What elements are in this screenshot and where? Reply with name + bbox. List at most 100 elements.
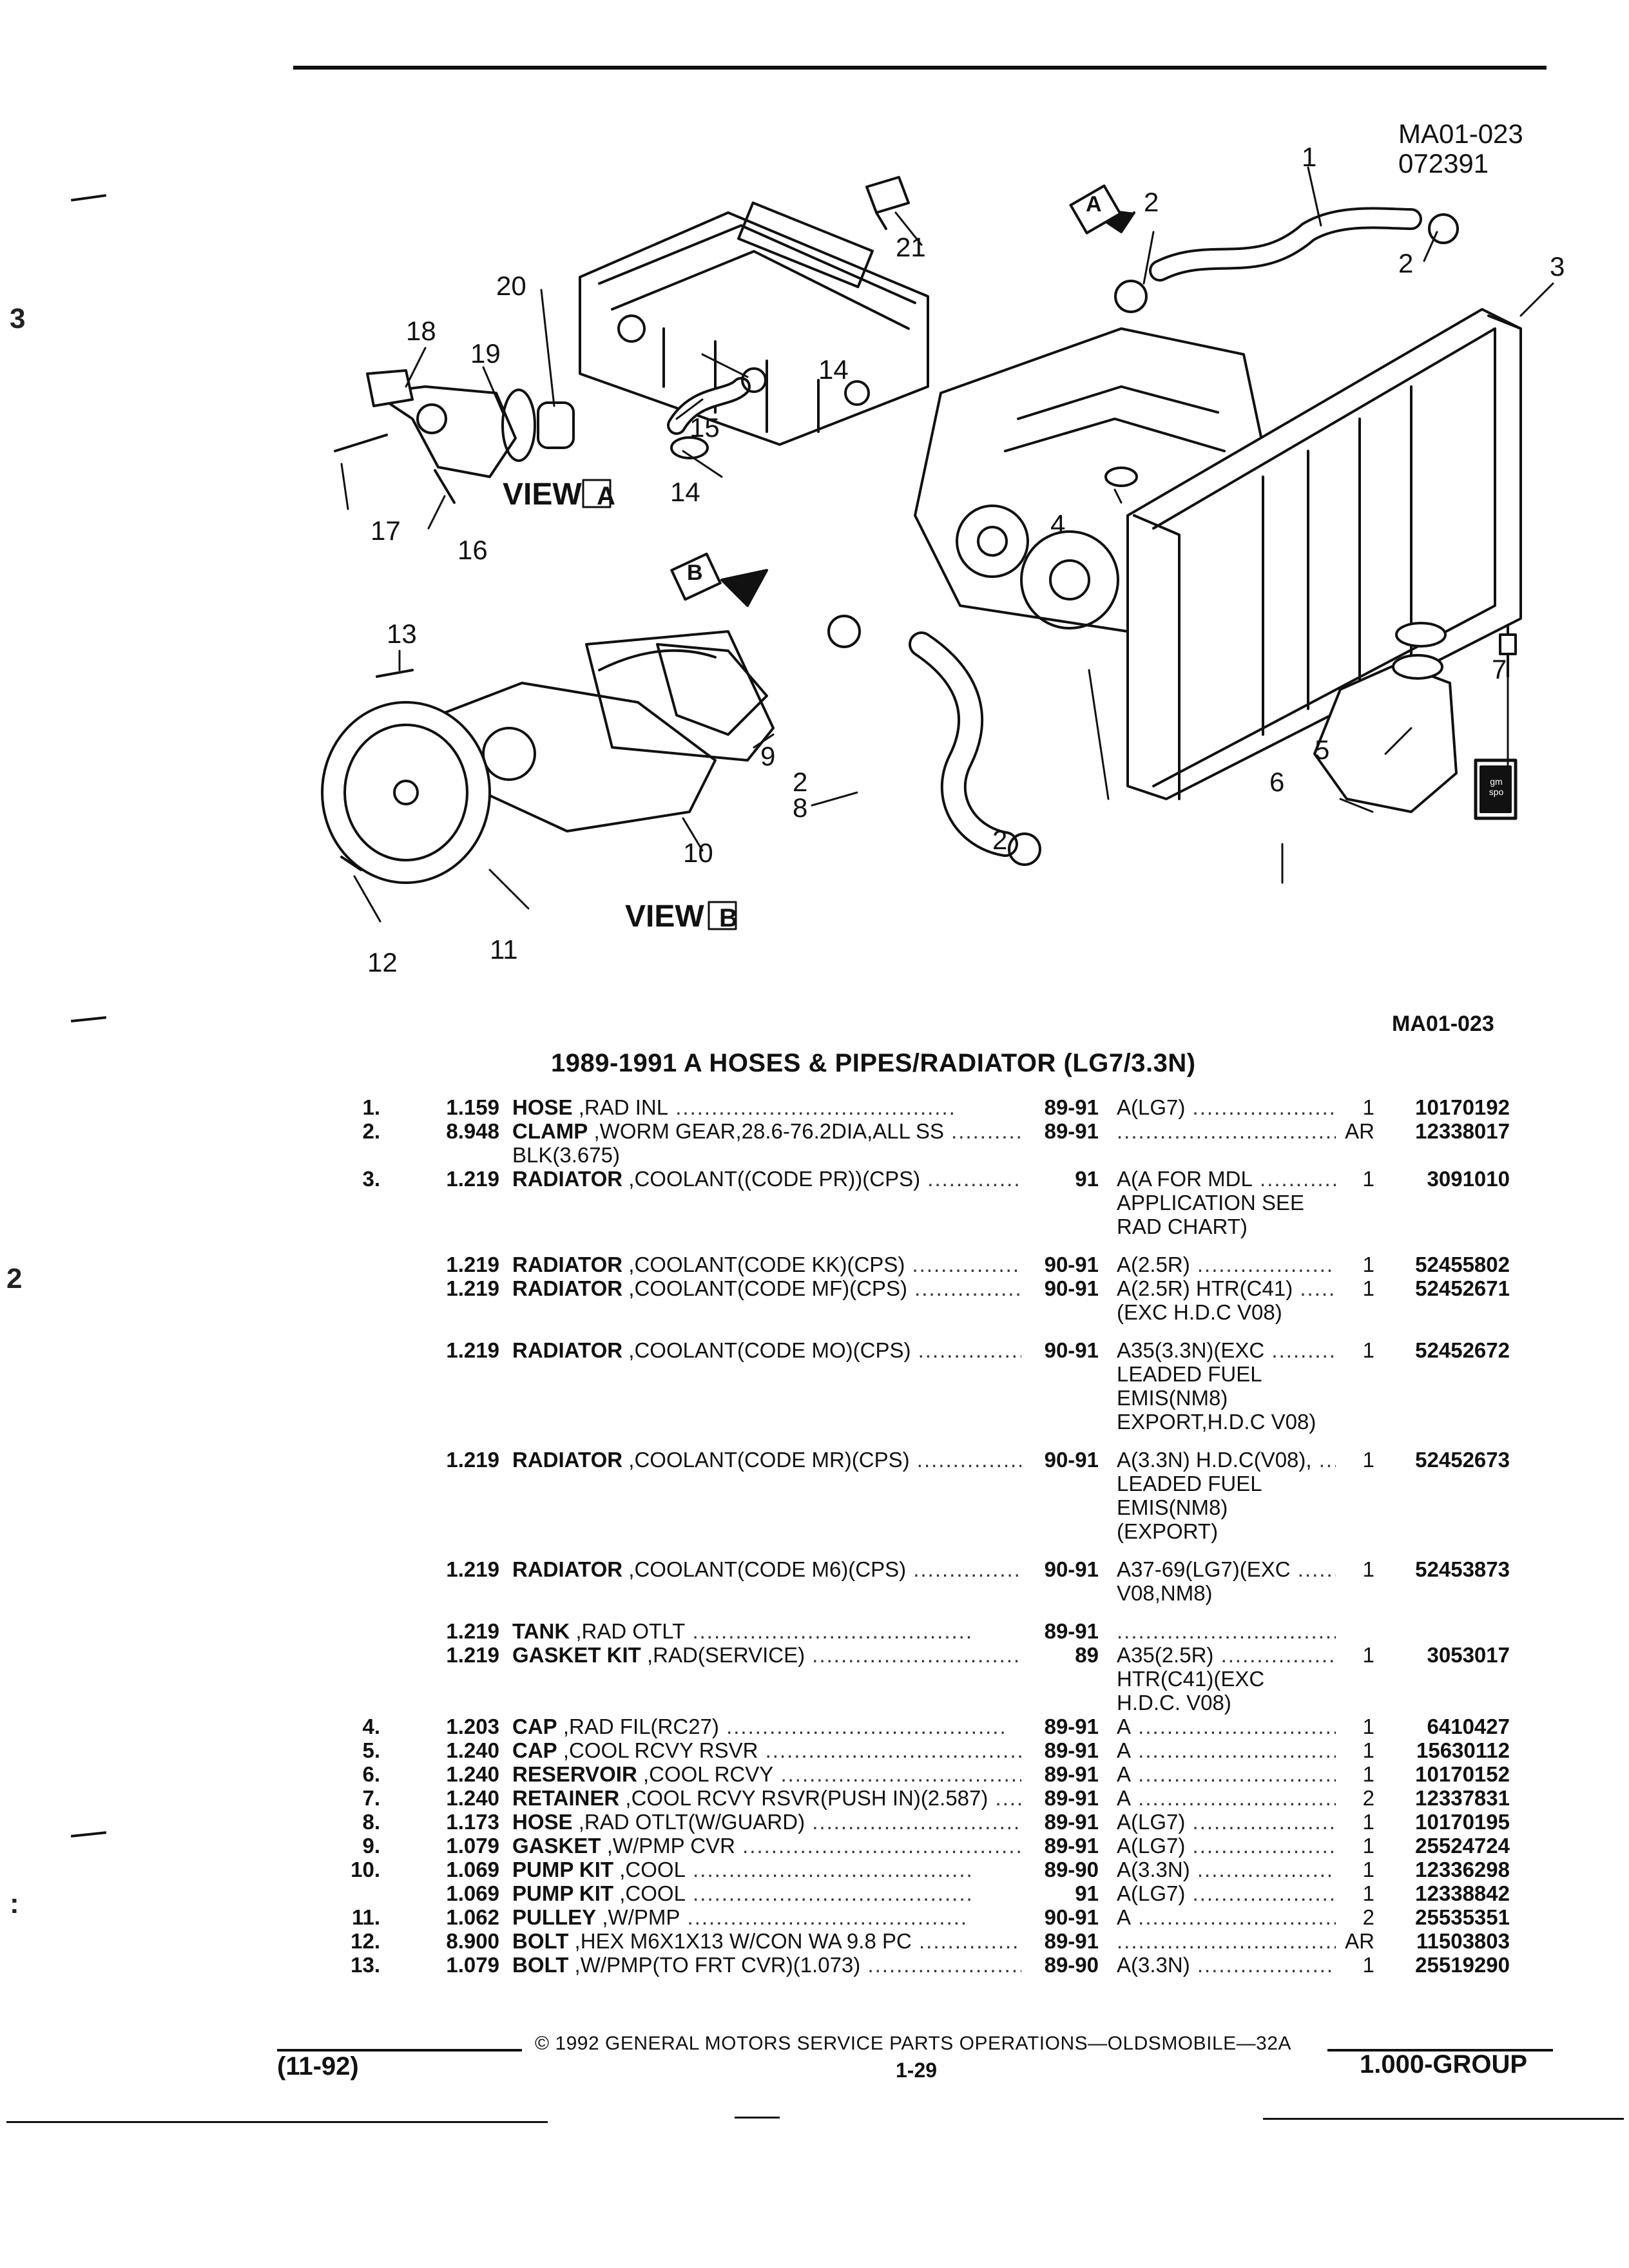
- empty-cell: [380, 1495, 499, 1519]
- leader-dots: .......................................: [1138, 1715, 1336, 1738]
- part-detail: ,RAD OTLT: [575, 1619, 686, 1643]
- parts-row-continuation: H.D.C. V08): [303, 1691, 1566, 1715]
- callout-13: 13: [387, 619, 417, 649]
- part-name: BOLT: [512, 1929, 569, 1953]
- part-years: 90-91: [1044, 1905, 1099, 1929]
- part-usage-continued: LEADED FUEL: [1117, 1472, 1262, 1495]
- stud: [334, 434, 388, 452]
- empty-cell: [1336, 1215, 1374, 1238]
- part-number: 52452671: [1415, 1276, 1510, 1300]
- part-description-continued: [512, 1215, 1021, 1238]
- reservoir-cap: [1395, 622, 1447, 648]
- parts-row-continuation: V08,NM8): [303, 1581, 1566, 1605]
- part-description-continued: [512, 1691, 1021, 1715]
- part-ref-number: 1.079: [446, 1953, 499, 1977]
- part-ref-number: 1.069: [446, 1858, 499, 1881]
- empty-cell: [1336, 1581, 1374, 1605]
- diagram-art: [321, 166, 1554, 930]
- part-item-number: [303, 1557, 380, 1581]
- part-name: PULLEY: [512, 1905, 597, 1929]
- empty-cell: [303, 1410, 380, 1434]
- part-description: HOSE ,RAD OTLT(W/GUARD) ................…: [512, 1810, 1021, 1834]
- part-number: 12338842: [1415, 1881, 1510, 1905]
- empty-cell: [1021, 1191, 1099, 1215]
- view-a-text: VIEW: [503, 477, 582, 512]
- empty-cell: [1374, 1362, 1510, 1386]
- clamp-left: [1114, 280, 1148, 313]
- part-usage-text: A(2.5R) HTR(C41): [1117, 1276, 1293, 1300]
- part-description-continued: [512, 1519, 1021, 1543]
- view-b-text: VIEW: [625, 899, 704, 934]
- part-ref-number: 1.219: [446, 1167, 499, 1191]
- page-bottom-rule-mid: [735, 2117, 780, 2119]
- empty-cell: [1336, 1691, 1374, 1715]
- part-usage: .......................................: [1117, 1119, 1336, 1143]
- part-usage: A(LG7) .................................…: [1117, 1095, 1336, 1119]
- leader-dots: .......................................: [913, 1557, 1021, 1581]
- part-quantity: 1: [1362, 1557, 1374, 1581]
- radiator: [1126, 308, 1522, 800]
- part-years: 89-91: [1044, 1834, 1099, 1858]
- callout-21: 21: [896, 232, 926, 262]
- leader-dots: .......................................: [668, 1095, 956, 1119]
- part-years: 89-91: [1044, 1929, 1099, 1953]
- part-quantity: 1: [1362, 1953, 1374, 1977]
- exploded-diagram: 1 2 2 3 4 5 6 7 8 9 10 11 12 13 14 14 15…: [277, 116, 1566, 986]
- part-item-number: [303, 1881, 380, 1905]
- part-item-number: 4.: [362, 1715, 380, 1738]
- leader-dots: .......................................: [758, 1738, 1021, 1762]
- part-detail: ,COOLANT(CODE MO)(CPS): [628, 1338, 911, 1362]
- footer-copyright: © 1992 GENERAL MOTORS SERVICE PARTS OPER…: [535, 2033, 1292, 2054]
- part-description: RADIATOR ,COOLANT(CODE MO)(CPS) ........…: [512, 1338, 1021, 1362]
- part-years: 90-91: [1044, 1276, 1099, 1300]
- coolant-reservoir: [1313, 654, 1458, 813]
- part-quantity: 1: [1362, 1738, 1374, 1762]
- empty-cell: [1336, 1300, 1374, 1324]
- part-usage-text: A(LG7): [1117, 1810, 1186, 1834]
- callout-15: 15: [689, 412, 720, 443]
- part-years: 89-91: [1044, 1762, 1099, 1786]
- page-bottom-rule-left: [6, 2121, 548, 2123]
- part-usage-continued: EMIS(NM8): [1117, 1495, 1228, 1519]
- gm-spo-logo-text: gm spo: [1489, 776, 1504, 797]
- part-usage: A(3.3N) ................................…: [1117, 1953, 1336, 1977]
- part-usage-continued: EMIS(NM8): [1117, 1386, 1228, 1410]
- part-name: RESERVOIR: [512, 1762, 637, 1786]
- part-quantity: 1: [1362, 1095, 1374, 1119]
- empty-cell: [1336, 1143, 1374, 1167]
- part-ref-number: 1.062: [446, 1905, 499, 1929]
- part-name: RADIATOR: [512, 1557, 623, 1581]
- figure-code: MA01-023 072391: [1398, 119, 1523, 178]
- empty-cell: [380, 1143, 499, 1167]
- part-description: TANK ,RAD OTLT .........................…: [512, 1619, 1021, 1643]
- part-description-continued: [512, 1191, 1021, 1215]
- part-usage: A(LG7) .................................…: [1117, 1810, 1336, 1834]
- leader-dots: .......................................: [914, 1276, 1021, 1300]
- leader-dots: .......................................: [812, 1643, 1021, 1667]
- part-usage: .......................................: [1117, 1929, 1336, 1953]
- leader-dots: .......................................: [780, 1762, 1021, 1786]
- part-usage-text: A(3.3N) H.D.C(V08),: [1117, 1448, 1312, 1472]
- part-usage: .......................................: [1117, 1619, 1336, 1643]
- part-usage-continued: [1117, 1143, 1336, 1167]
- thermostat-housing: [366, 369, 517, 478]
- arrow-a-box: [1069, 184, 1122, 235]
- upper-hose-fill: [1152, 209, 1420, 279]
- part-detail: ,RAD FIL(RC27): [563, 1715, 719, 1738]
- leader-dots: .......................................: [1300, 1276, 1336, 1300]
- part-detail: ,COOLANT(CODE KK)(CPS): [628, 1253, 905, 1276]
- empty-cell: [1374, 1410, 1510, 1434]
- part-name: RADIATOR: [512, 1167, 623, 1191]
- part-name: RADIATOR: [512, 1253, 623, 1276]
- part-item-number: [303, 1338, 380, 1362]
- part-number: 12338017: [1415, 1119, 1510, 1143]
- part-usage-text: A37-69(LG7)(EXC: [1117, 1557, 1291, 1581]
- part-detail: ,COOL: [619, 1858, 686, 1881]
- empty-cell: [1336, 1191, 1374, 1215]
- empty-cell: [1374, 1667, 1510, 1691]
- empty-cell: [380, 1581, 499, 1605]
